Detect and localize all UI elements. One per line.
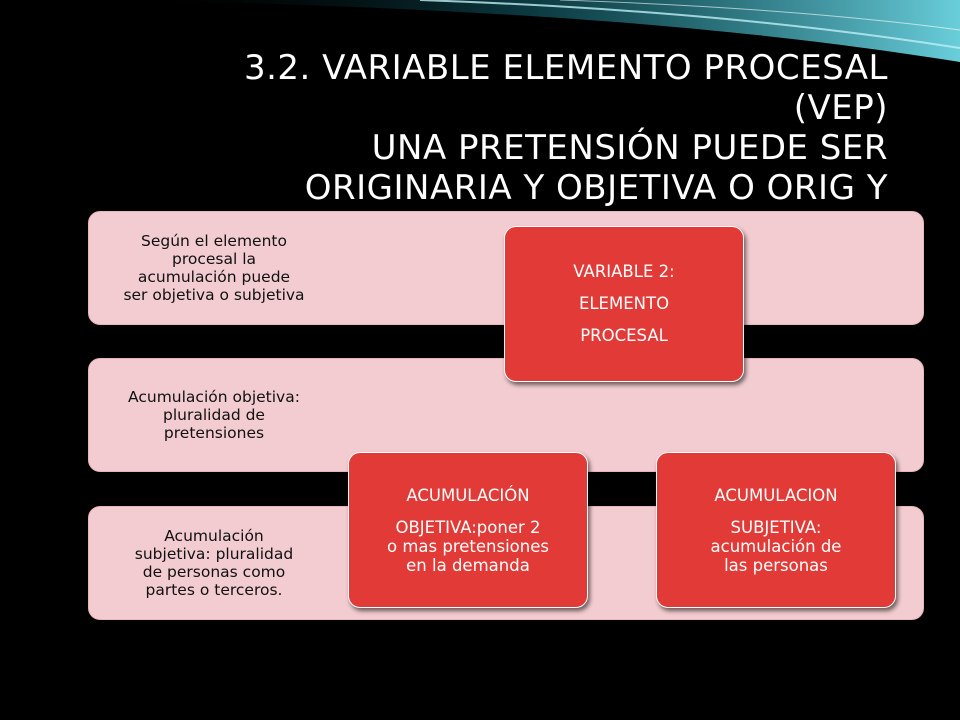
band-text-line: Acumulación objetiva: (128, 388, 300, 406)
node-line: acumulación de (710, 536, 842, 556)
band-text-line: Acumulación (164, 527, 264, 545)
band-text-line: ser objetiva o subjetiva (123, 286, 305, 304)
node-line: PROCESAL (580, 326, 668, 345)
band-text-line: acumulación puede (137, 268, 291, 286)
node-line: ELEMENTO (578, 294, 670, 313)
node-body: SUBJETIVA: acumulación de las personas (711, 518, 842, 575)
node-heading: ACUMULACION (714, 485, 838, 505)
band-text-line: pluralidad de (163, 406, 265, 424)
band-text-line: procesal la (171, 250, 257, 268)
band-2-text: Acumulación objetiva: pluralidad de pret… (92, 358, 336, 472)
node-acumulacion-subjetiva: ACUMULACION SUBJETIVA: acumulación de la… (656, 452, 896, 608)
node-line: VARIABLE 2: (573, 262, 675, 281)
band-3-text: Acumulación subjetiva: pluralidad de per… (92, 506, 336, 620)
title-line: ORIGINARIA Y OBJETIVA O ORIG Y (304, 168, 888, 208)
slide-title: 3.2. VARIABLE ELEMENTO PROCESAL (VEP) UN… (68, 48, 888, 208)
title-line: 3.2. VARIABLE ELEMENTO PROCESAL (243, 48, 888, 88)
node-acumulacion-objetiva: ACUMULACIÓN OBJETIVA:poner 2 o mas prete… (348, 452, 588, 608)
node-line: SUBJETIVA: (730, 517, 822, 537)
node-heading: ACUMULACIÓN (406, 485, 530, 505)
band-text-line: de personas como (142, 563, 286, 581)
band-text-line: pretensiones (163, 424, 265, 442)
node-body: OBJETIVA:poner 2 o mas pretensiones en l… (387, 518, 549, 575)
root-node-variable-2: VARIABLE 2: ELEMENTO PROCESAL (504, 226, 744, 382)
top-accent-swoosh (120, 0, 960, 62)
title-line: UNA PRETENSIÓN PUEDE SER (371, 128, 888, 168)
band-1-text: Según el elemento procesal la acumulació… (92, 211, 336, 325)
band-text-line: Según el elemento (141, 232, 287, 250)
node-line: en la demanda (406, 555, 530, 575)
band-text-line: subjetiva: pluralidad (134, 545, 294, 563)
node-line: o mas pretensiones (387, 536, 549, 556)
band-text-line: partes o terceros. (145, 581, 283, 599)
title-line: (VEP) (793, 88, 888, 128)
node-line: las personas (724, 555, 828, 575)
node-line: OBJETIVA:poner 2 (395, 517, 541, 537)
